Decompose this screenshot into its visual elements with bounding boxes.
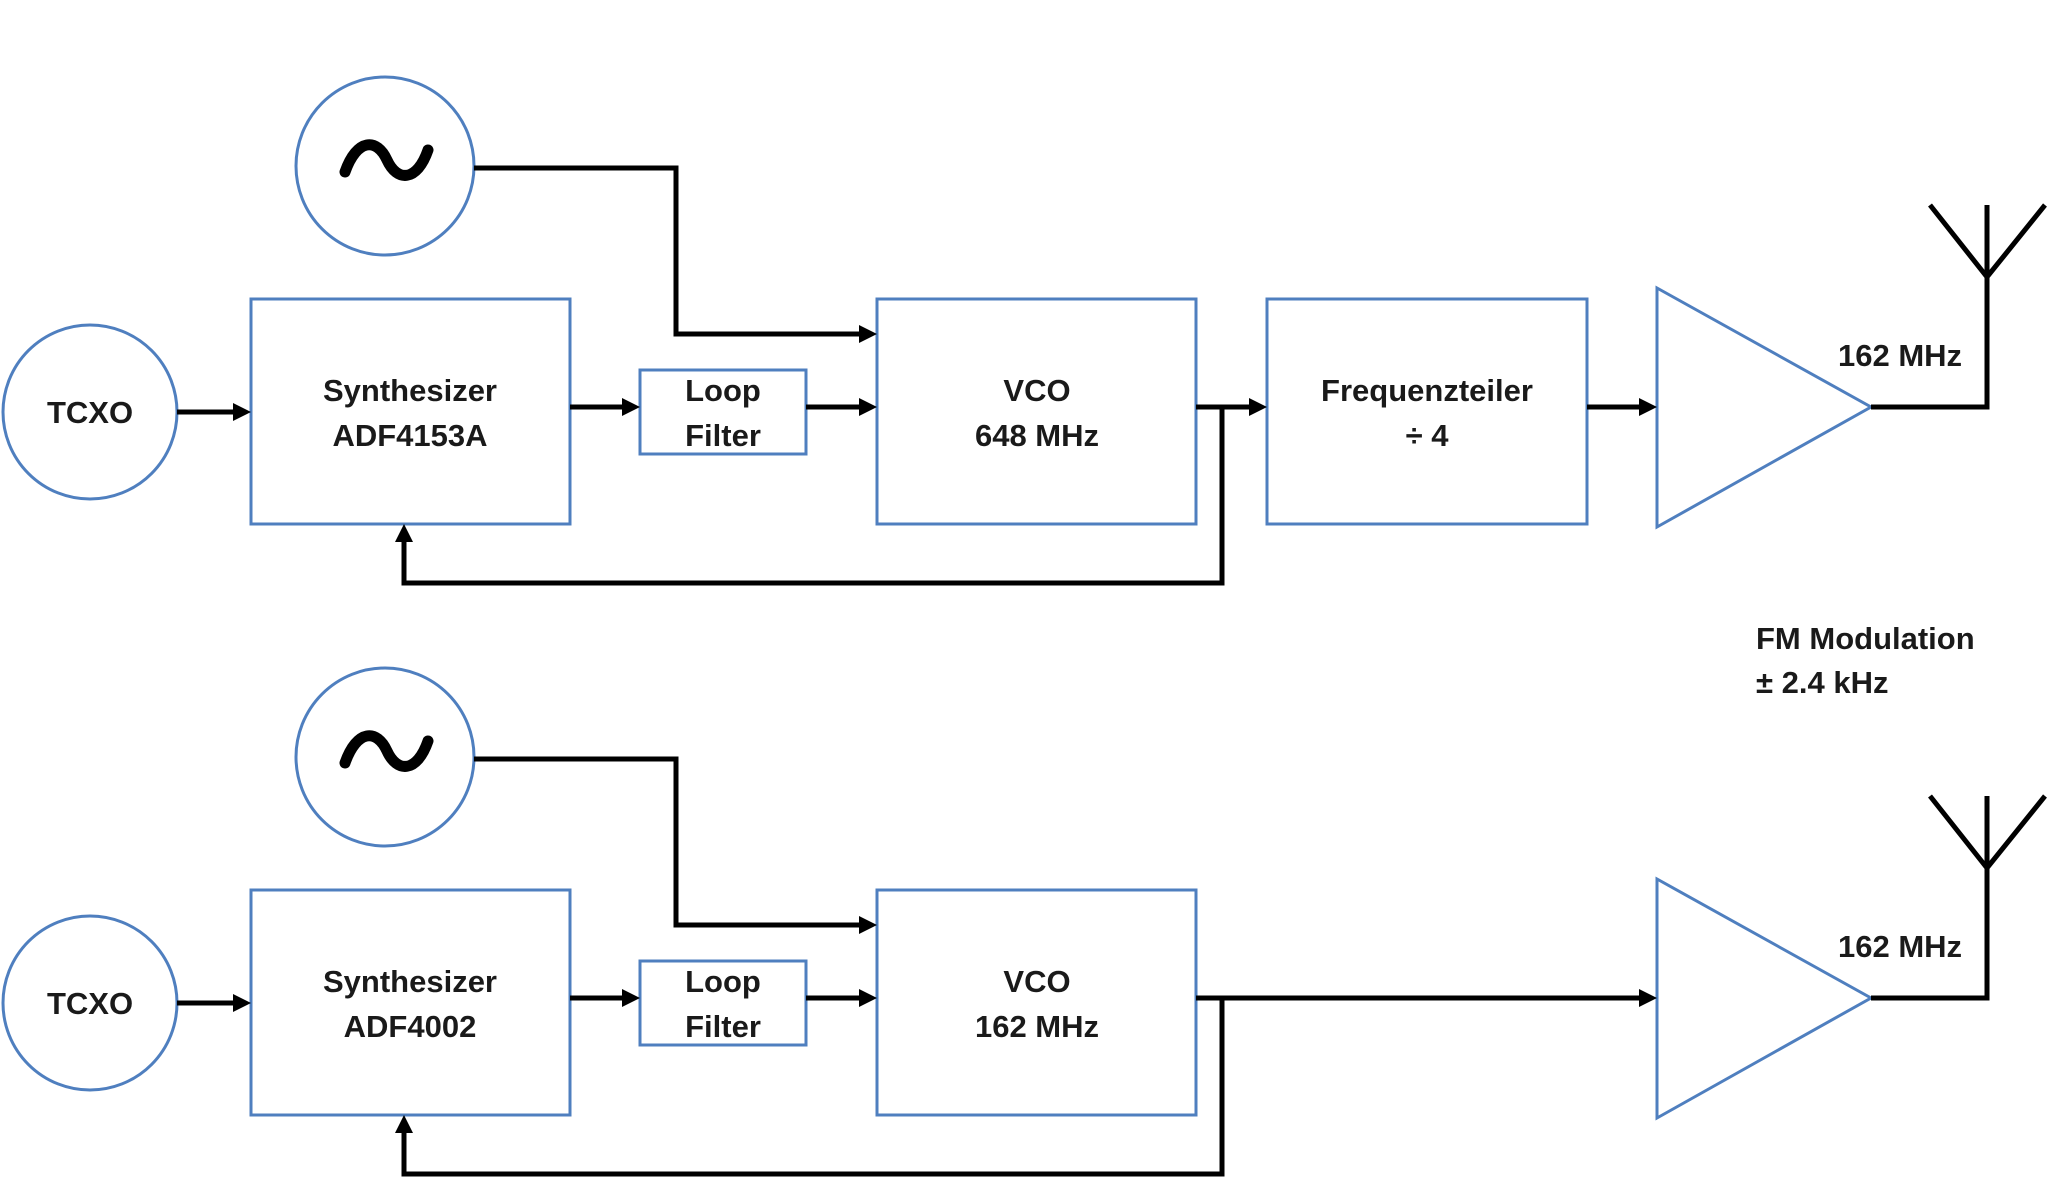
top-vco-block: VCO 648 MHz: [875, 297, 1198, 526]
bottom-chain: TCXO Synthesizer ADF4002 Loop Filter VCO…: [1, 666, 2047, 1177]
modulation-label-line2: ± 2.4 kHz: [1756, 665, 1888, 700]
top-tcxo-label: TCXO: [47, 395, 133, 430]
top-vco-label-line2: 648 MHz: [975, 418, 1099, 453]
bottom-vco-label-line2: 162 MHz: [975, 1009, 1099, 1044]
top-tcxo-block: TCXO: [1, 323, 179, 501]
bottom-wires: [177, 756, 1657, 1177]
top-amplifier: [1655, 285, 1875, 530]
bottom-synthesizer-label-line1: Synthesizer: [323, 964, 497, 999]
top-chain: TCXO Synthesizer ADF4153A Loop Filter VC…: [1, 75, 2047, 586]
top-antenna-icon: [1871, 203, 2047, 410]
bottom-modulation-source: [294, 666, 476, 848]
top-synthesizer-label-line1: Synthesizer: [323, 373, 497, 408]
top-divider-label-line1: Frequenzteiler: [1321, 373, 1533, 408]
top-output-frequency: 162 MHz: [1838, 338, 1962, 373]
bottom-amplifier: [1655, 876, 1875, 1121]
bottom-tcxo-label: TCXO: [47, 986, 133, 1021]
top-loop-filter-block: Loop Filter: [638, 368, 808, 456]
top-frequency-divider-block: Frequenzteiler ÷ 4: [1265, 297, 1589, 526]
bottom-loop-filter-label-line2: Filter: [685, 1009, 761, 1044]
top-modulation-source: [294, 75, 476, 257]
modulation-note: FM Modulation ± 2.4 kHz: [1756, 621, 1975, 700]
top-synthesizer-block: Synthesizer ADF4153A: [249, 297, 572, 526]
top-loop-filter-label-line1: Loop: [685, 373, 761, 408]
bottom-synthesizer-block: Synthesizer ADF4002: [249, 888, 572, 1117]
bottom-loop-filter-block: Loop Filter: [638, 959, 808, 1047]
bottom-vco-block: VCO 162 MHz: [875, 888, 1198, 1117]
top-divider-label-line2: ÷ 4: [1406, 418, 1450, 453]
bottom-synthesizer-label-line2: ADF4002: [344, 1009, 477, 1044]
top-vco-label-line1: VCO: [1003, 373, 1070, 408]
tilde-icon: [339, 730, 434, 772]
bottom-tcxo-block: TCXO: [1, 914, 179, 1092]
bottom-antenna-icon: [1871, 794, 2047, 1001]
tilde-icon: [339, 139, 434, 181]
modulation-label-line1: FM Modulation: [1756, 621, 1975, 656]
top-wires: [177, 165, 1657, 586]
bottom-loop-filter-label-line1: Loop: [685, 964, 761, 999]
bottom-output-frequency: 162 MHz: [1838, 929, 1962, 964]
top-synthesizer-label-line2: ADF4153A: [332, 418, 487, 453]
bottom-vco-label-line1: VCO: [1003, 964, 1070, 999]
top-loop-filter-label-line2: Filter: [685, 418, 761, 453]
